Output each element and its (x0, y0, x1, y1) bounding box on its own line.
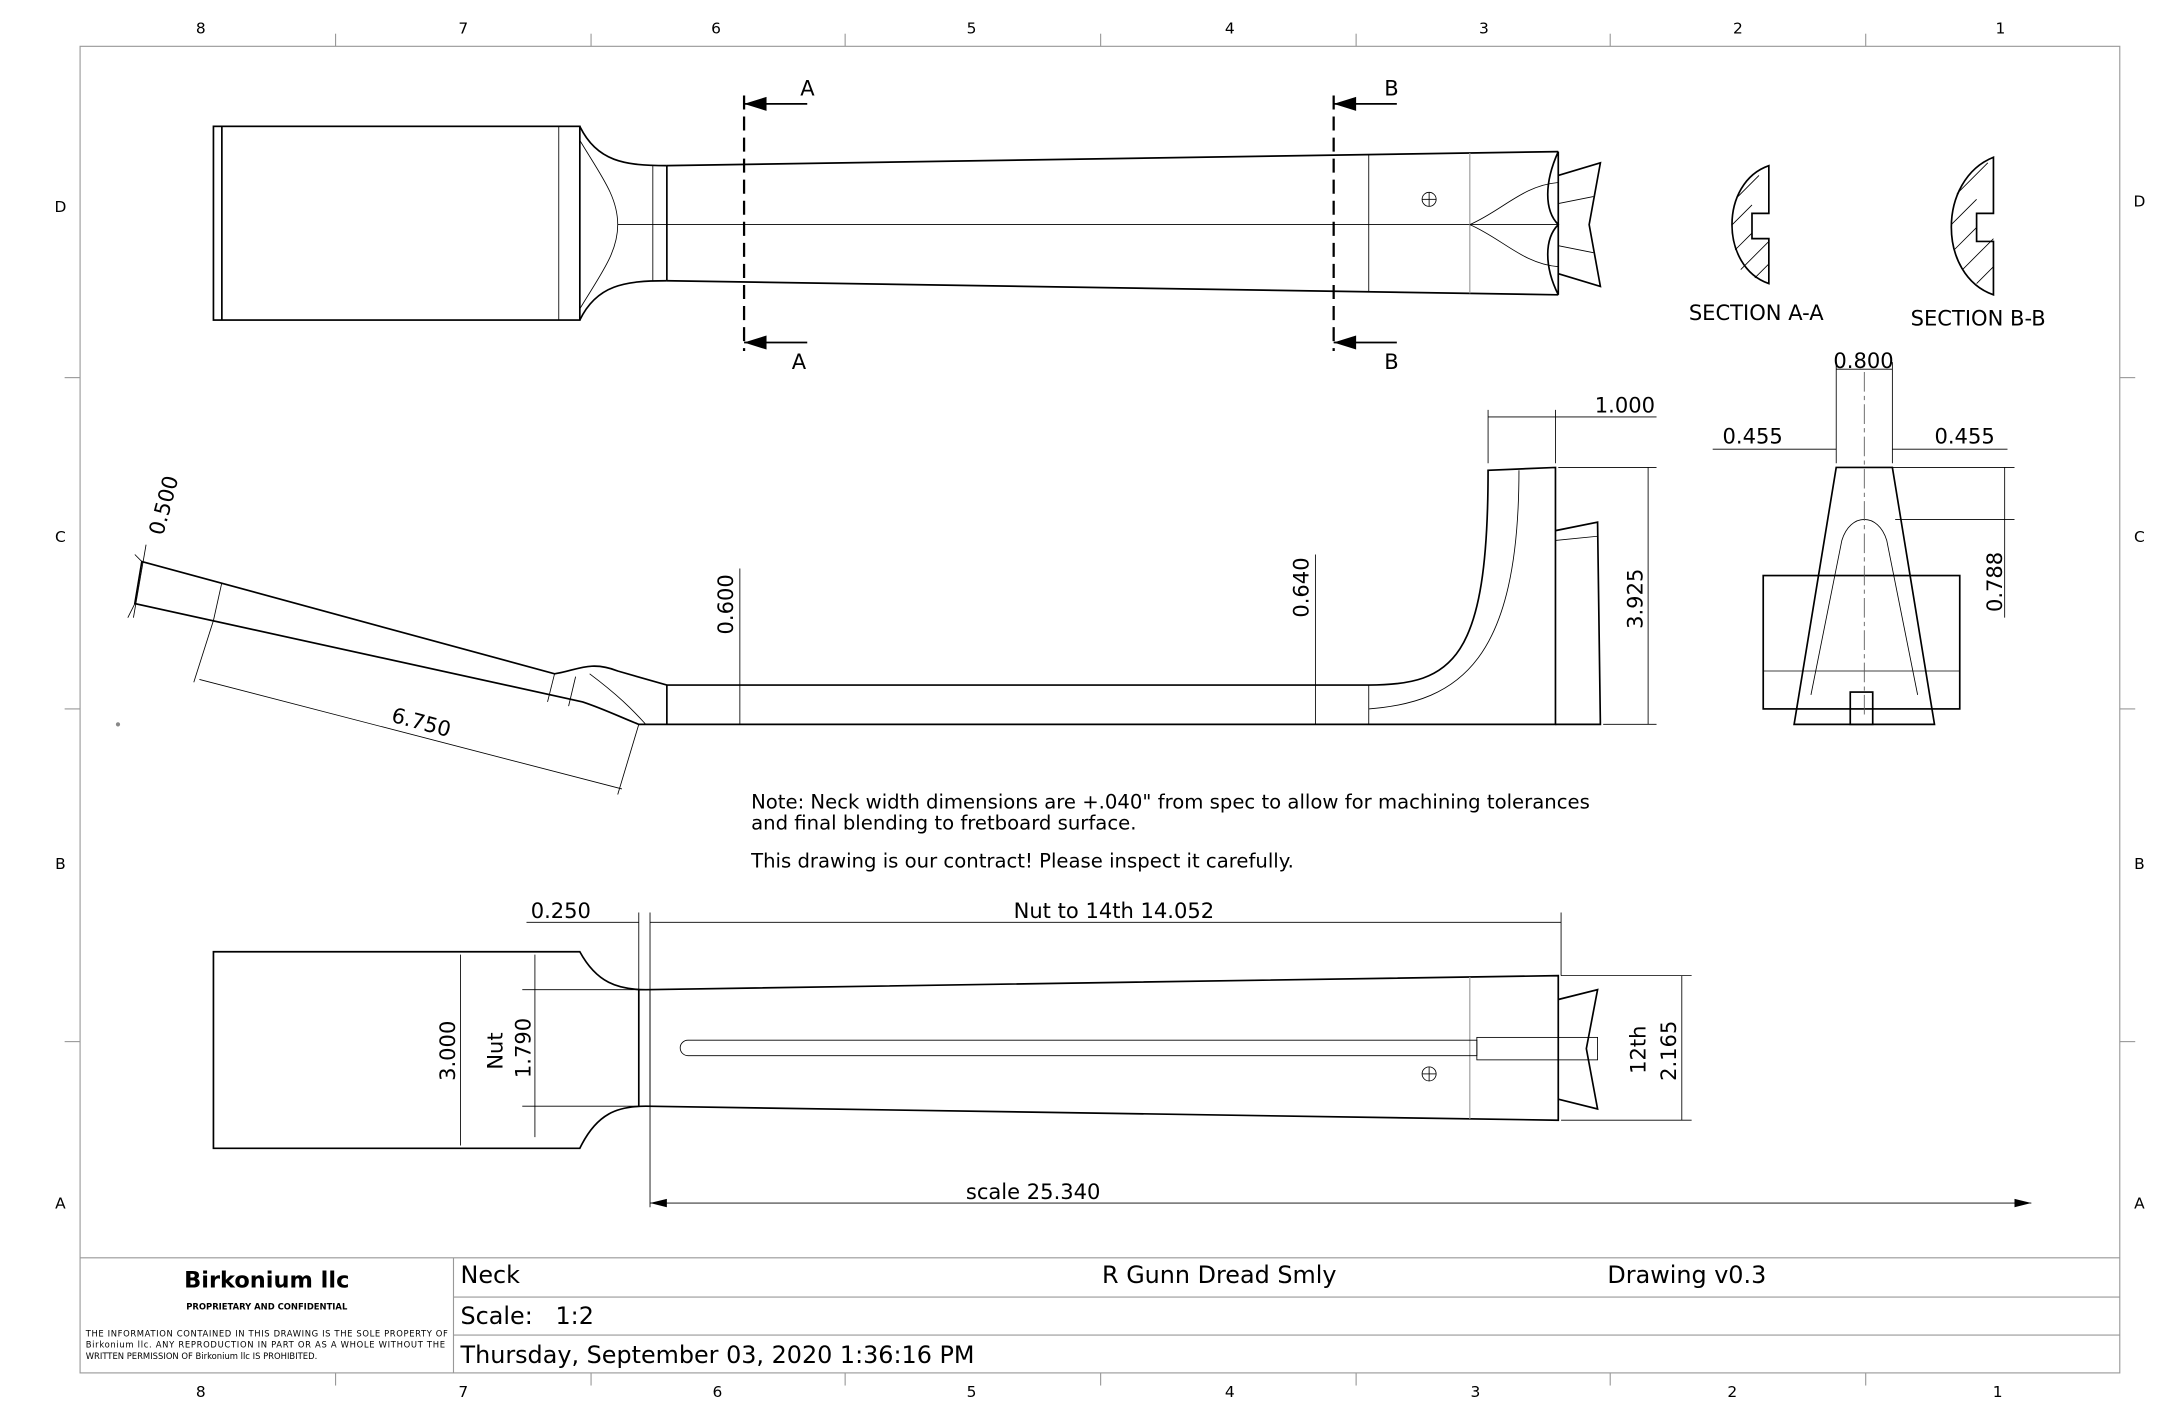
zone-col-1: 1 (1993, 1383, 2003, 1401)
title-block: Birkonium llc PROPRIETARY AND CONFIDENTI… (80, 1257, 2120, 1373)
zone-labels-bottom: 8 7 6 5 4 3 2 1 (196, 1383, 2003, 1401)
section-a-label-top: A (800, 75, 815, 100)
zone-row-a: A (2134, 1195, 2145, 1213)
zone-row-c: C (2134, 528, 2145, 546)
dim-end-right-offset: 0.455 (1934, 424, 1994, 449)
zone-row-d: D (2133, 192, 2145, 210)
zone-row-d: D (54, 198, 66, 216)
section-b-label-top: B (1384, 75, 1398, 100)
zone-labels-left: D C B A (54, 198, 66, 1213)
drawing-date: Thursday, September 03, 2020 1:36:16 PM (460, 1341, 975, 1369)
section-a-label-bottom: A (792, 349, 807, 374)
drawing-scale: Scale: 1:2 (461, 1302, 594, 1330)
disclaimer-line-3: WRITTEN PERMISSION OF Birkonium llc IS P… (86, 1351, 318, 1361)
zone-labels-right: D C B A (2133, 192, 2145, 1212)
dim-nut-label: Nut (483, 1032, 508, 1069)
zone-col-2: 2 (1733, 20, 1743, 38)
section-b-b: SECTION B-B (1911, 155, 2046, 331)
zone-row-b: B (2134, 855, 2145, 873)
zone-col-3: 3 (1479, 20, 1489, 38)
dim-scale-length: scale 25.340 (966, 1179, 1101, 1204)
notes: Note: Neck width dimensions are +.040" f… (750, 791, 1590, 873)
bottom-view: 0.250 Nut to 14th 14.052 3.000 Nut 1.790… (212, 898, 2032, 1208)
zone-col-5: 5 (967, 1383, 977, 1401)
dim-twelfth-width: 2.165 (1656, 1021, 1681, 1081)
dim-nut-thickness: 0.600 (713, 574, 738, 634)
zone-labels-top: 8 7 6 5 4 3 2 1 (196, 20, 2005, 38)
zone-col-5: 5 (967, 20, 977, 38)
zone-col-1: 1 (1996, 20, 2006, 38)
dim-end-left-offset: 0.455 (1723, 424, 1783, 449)
zone-col-7: 7 (458, 1383, 468, 1401)
zone-col-4: 4 (1225, 20, 1235, 38)
zone-col-6: 6 (712, 1383, 722, 1401)
zone-col-3: 3 (1471, 1383, 1481, 1401)
dim-heel-width: 1.000 (1595, 393, 1655, 418)
disclaimer-line-1: THE INFORMATION CONTAINED IN THIS DRAWIN… (85, 1328, 448, 1338)
section-a-a-label: SECTION A-A (1689, 300, 1824, 325)
company-name: Birkonium llc (184, 1267, 349, 1293)
section-b-b-label: SECTION B-B (1911, 306, 2046, 331)
zone-col-8: 8 (196, 1383, 206, 1401)
zone-col-6: 6 (711, 20, 721, 38)
dim-heel-height: 3.925 (1622, 569, 1647, 629)
note-line-1: Note: Neck width dimensions are +.040" f… (751, 791, 1590, 814)
zone-col-8: 8 (196, 20, 206, 38)
section-a-a: SECTION A-A (1689, 164, 1824, 325)
zone-col-2: 2 (1727, 1383, 1737, 1401)
note-line-3: This drawing is our contract! Please ins… (750, 850, 1294, 873)
dim-nut-width: 1.790 (511, 1018, 536, 1078)
section-b-label-bottom: B (1384, 349, 1398, 374)
drawing-frame (64, 33, 2136, 1386)
dim-headstock-width: 3.000 (435, 1021, 460, 1081)
drawing-revision: Drawing v0.3 (1607, 1261, 1766, 1289)
project-name: R Gunn Dread Smly (1102, 1261, 1336, 1289)
disclaimer-line-2: Birkonium llc. ANY REPRODUCTION IN PART … (86, 1340, 445, 1350)
note-line-2: and final blending to fretboard surface. (751, 812, 1136, 835)
dim-heel-thickness: 0.640 (1288, 557, 1313, 617)
part-name: Neck (461, 1261, 521, 1289)
top-view: A A B B (212, 75, 1602, 374)
dim-nut-offset: 0.250 (531, 898, 591, 923)
dim-end-top-width: 0.800 (1833, 348, 1893, 373)
zone-row-c: C (55, 528, 66, 546)
zone-col-7: 7 (458, 20, 468, 38)
confidential-label: PROPRIETARY AND CONFIDENTIAL (186, 1302, 348, 1312)
dim-nut-to-14th: Nut to 14th 14.052 (1014, 898, 1215, 923)
dim-end-depth: 0.788 (1982, 552, 2007, 612)
dim-twelfth-label: 12th (1625, 1026, 1650, 1074)
zone-row-b: B (55, 855, 66, 873)
zone-col-4: 4 (1225, 1383, 1235, 1401)
zone-row-a: A (55, 1195, 66, 1213)
end-view: 0.800 0.455 0.455 0.788 (1712, 348, 2015, 726)
